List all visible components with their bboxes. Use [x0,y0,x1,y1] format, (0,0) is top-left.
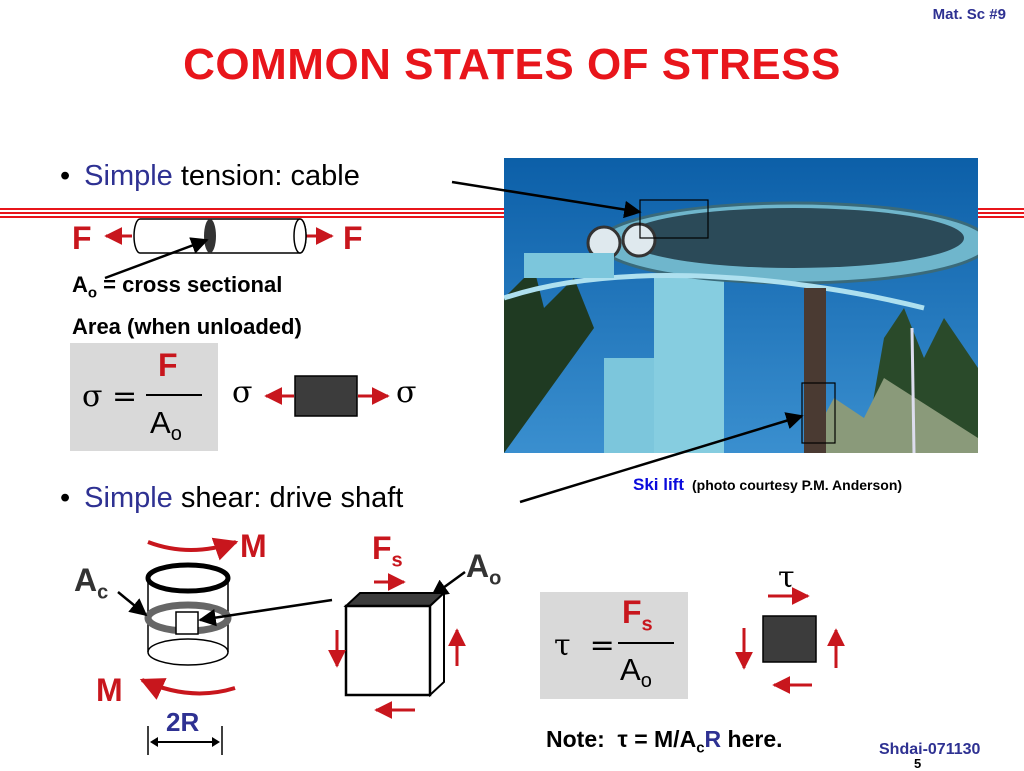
note-r: R [704,726,722,752]
area-def-text: = cross sectional [97,272,283,297]
sigma-right-label: σ [396,375,417,410]
bullet-simple-tension: • Simple tension: cable [60,160,360,193]
bullet-text: tension: cable [172,160,360,192]
bullet-dot: • [60,482,71,514]
ao-label: Ao [466,548,501,590]
bullet-keyword: Simple [84,482,173,514]
fraction-bar [618,642,674,644]
note-subscript: c [696,739,705,757]
moment-top-label: M [240,528,267,564]
ac-symbol: A [74,562,98,598]
tau-label: τ [778,560,795,595]
num-symbol: F [622,594,642,630]
ac-label: Ac [74,562,108,604]
shear-equation-box: τ = Fs Ao [540,592,688,699]
bullet-keyword: Simple [84,160,173,192]
tension-equation-box: σ = F Ao [70,343,218,451]
equation-numerator: F [158,347,178,383]
course-tag: Mat. Sc #9 [932,6,1006,23]
shear-element [735,587,845,694]
ao-symbol: A [466,548,490,584]
bullet-dot: • [60,160,71,192]
photo-caption: Ski lift (photo courtesy P.M. Anderson) [633,475,902,495]
bullet-simple-shear: • Simple shear: drive shaft [60,482,403,515]
area-symbol: A [72,272,88,297]
note-prefix: Note: τ = M/A [546,726,697,752]
area-definition-line2: Area (when unloaded) [72,314,302,339]
force-label-left: F [72,220,92,256]
photo-credit: (photo courtesy P.M. Anderson) [692,477,903,493]
shear-denominator: Ao [620,652,652,693]
tension-element [264,375,390,417]
fs-symbol: F [372,530,392,566]
area-definition-line1: Ao = cross sectional [72,272,282,301]
sigma-left-label: σ [232,375,253,410]
den-subscript: o [170,423,182,446]
cable-diagram [104,218,334,280]
bullet-text: shear: drive shaft [172,482,404,514]
page-number: 5 [914,756,922,771]
shear-numerator: Fs [622,594,653,636]
radius-label: 2R [166,707,200,737]
fraction-bar [146,394,202,396]
tau-lhs: τ = [554,628,615,663]
moment-bottom-label: M [96,672,123,708]
den-subscript: o [640,670,652,693]
sigma-lhs: σ = [82,379,138,414]
drive-shaft-diagram [117,537,333,755]
ac-subscript: c [97,581,109,604]
den-symbol: A [620,652,641,687]
fs-subscript: s [391,549,403,572]
area-subscript: o [87,284,98,302]
note-rest: here. [721,726,783,752]
photo-caption-label: Ski lift [633,475,685,494]
shear-cube-diagram [328,570,466,719]
footer-code: Shdai-071130 [879,741,981,758]
fs-label: Fs [372,530,403,572]
note-text: Note: τ = M/AcR here. [546,726,783,757]
ao-subscript: o [489,567,502,590]
force-label-right: F [343,220,363,256]
num-subscript: s [641,613,653,636]
ski-lift-photo [504,158,978,453]
slide-title: COMMON STATES OF STRESS [183,40,841,89]
equation-denominator: Ao [150,405,182,446]
den-symbol: A [150,405,171,440]
